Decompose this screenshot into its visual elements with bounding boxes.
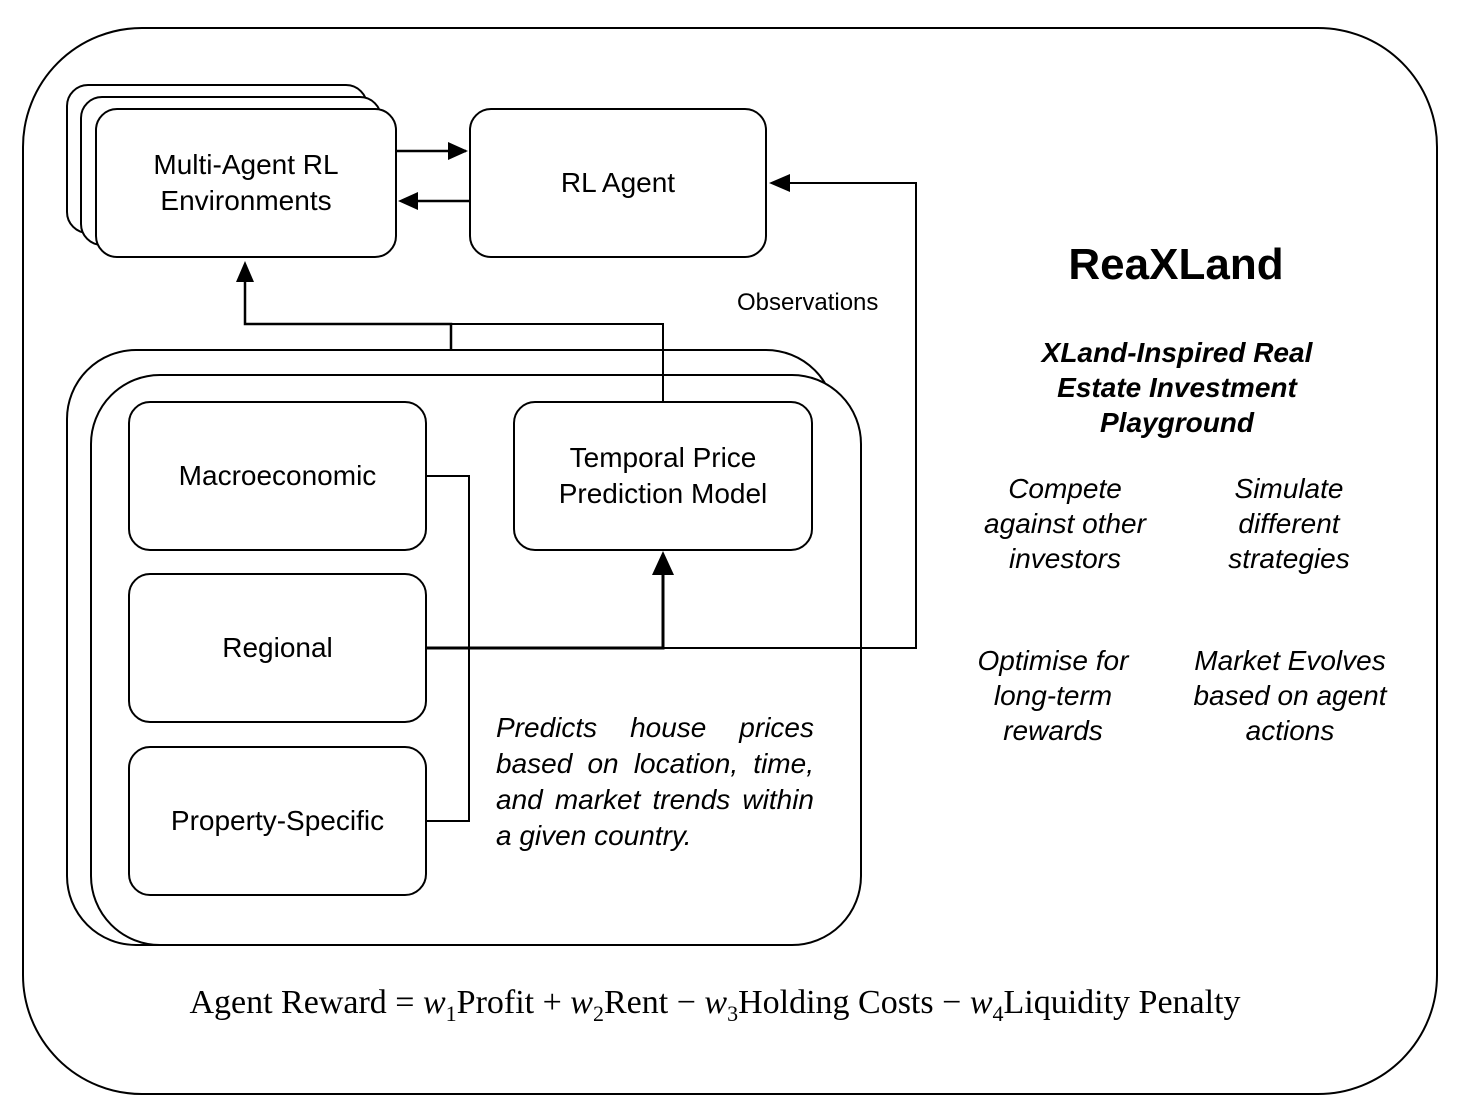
formula-weight-index: 1	[445, 1000, 457, 1026]
formula-term-name: Holding Costs	[738, 984, 934, 1021]
formula-term-name: Liquidity Penalty	[1003, 984, 1241, 1021]
arrowhead-env-to-agent	[448, 142, 468, 160]
arrowhead-agent-to-env	[398, 192, 418, 210]
rl-agent-node: RL Agent	[469, 108, 767, 258]
feature-optimise: Optimise for long-term rewards	[977, 645, 1129, 746]
formula-term-name: Profit	[456, 984, 535, 1021]
edge-regional-to-model	[427, 575, 665, 650]
formula-weight-index: 2	[592, 1000, 604, 1026]
model-description: Predicts house prices based on location,…	[496, 712, 814, 851]
feature-market-evolves: Market Evolves based on agent actions	[1193, 645, 1387, 746]
formula-weight: w	[704, 984, 728, 1021]
formula-lhs: Agent Reward	[189, 984, 387, 1021]
arrowhead-model-to-env	[236, 261, 254, 282]
edge-observations	[663, 182, 917, 649]
price-model-label: Temporal Price Prediction Model	[558, 442, 768, 509]
formula-operator: =	[395, 984, 423, 1021]
formula-operator: +	[534, 984, 571, 1021]
formula-weight: w	[969, 984, 993, 1021]
edge-price-model-out	[451, 323, 664, 401]
arrowhead-features-to-model	[652, 551, 674, 575]
outer-frame	[22, 27, 1438, 1095]
formula-weight: w	[422, 984, 446, 1021]
formula-weight-index: 3	[727, 1000, 739, 1026]
reward-formula: Agent Reward = w1Profit + w2Rent − w3Hol…	[60, 984, 1370, 1027]
regional-label: Regional	[222, 632, 333, 663]
formula-weight-index: 4	[992, 1000, 1004, 1026]
formula-operator: −	[933, 984, 970, 1021]
app-subtitle: XLand-Inspired Real Estate Investment Pl…	[1041, 337, 1313, 438]
feature-simulate: Simulate different strategies	[1228, 473, 1350, 574]
app-title: ReaXLand	[1068, 240, 1284, 289]
formula-weight: w	[570, 984, 593, 1021]
price-model-node: Temporal Price Prediction Model	[513, 401, 813, 551]
macroeconomic-label: Macroeconomic	[178, 460, 377, 491]
feature-compete: Compete against other investors	[984, 473, 1146, 574]
rl-agent-label: RL Agent	[560, 167, 676, 198]
macroeconomic-node: Macroeconomic	[128, 401, 427, 551]
regional-node: Regional	[128, 573, 427, 723]
observations-label: Observations	[737, 289, 879, 316]
formula-terms: = w1Profit + w2Rent − w3Holding Costs − …	[395, 984, 1241, 1026]
environments-label: Multi-Agent RL Environments	[153, 149, 339, 216]
environments-node: Multi-Agent RL Environments	[95, 108, 397, 258]
formula-operator: −	[668, 984, 705, 1021]
property-specific-label: Property-Specific	[170, 805, 385, 836]
arrowhead-observations	[769, 174, 790, 192]
edge-model-to-env	[243, 282, 453, 349]
property-specific-node: Property-Specific	[128, 746, 427, 896]
formula-term-name: Rent	[603, 984, 669, 1021]
